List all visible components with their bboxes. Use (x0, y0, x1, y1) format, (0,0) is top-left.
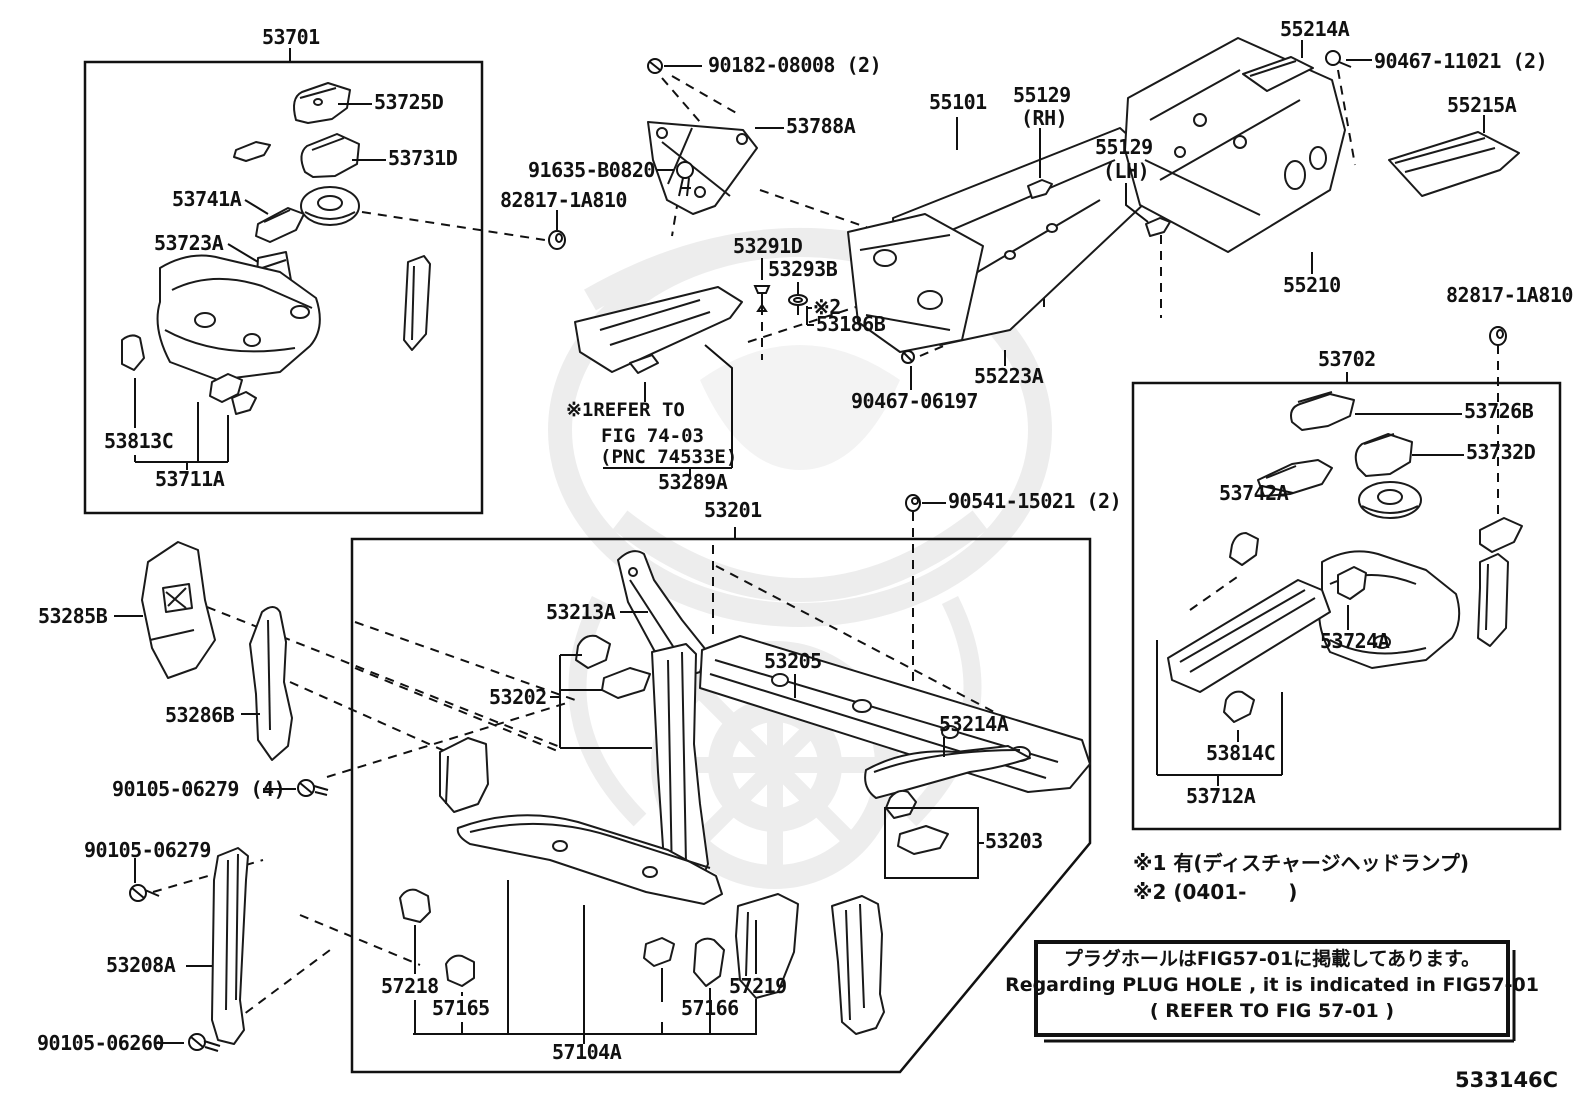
bolt-90105-06279x4-icon (297, 779, 329, 797)
part-corner-bracket (1479, 517, 1523, 553)
part-clip (121, 334, 145, 371)
part-53289A-louver (574, 286, 743, 374)
part-53731D (300, 133, 360, 178)
part-55214A-insulator (1242, 56, 1314, 92)
part-side-support-tall (831, 895, 885, 1035)
part-53725D (293, 82, 351, 124)
part-53214A-rail (864, 745, 1031, 799)
part-53732D (1354, 433, 1413, 477)
part-53788A (647, 121, 758, 215)
part-side-rail (403, 255, 431, 351)
part-left-stay (439, 737, 489, 813)
part-53202-clip1 (575, 634, 611, 669)
part-53203-clip2 (897, 825, 949, 855)
part-57166-clip (643, 937, 675, 967)
grommet-82817-right-icon (1489, 326, 1507, 346)
part-55129-LH-clip (1145, 217, 1171, 237)
part-57219-bracket (735, 893, 799, 999)
leader-lines (114, 40, 1485, 1044)
part-57104A-crossmember (456, 814, 723, 905)
part-spring-seat (300, 186, 360, 226)
part-55223A (847, 213, 984, 353)
part-53741A (255, 207, 305, 243)
part-53711A-wheelhouse (156, 254, 321, 381)
part-57219-clip (693, 937, 725, 987)
bolt-90105-06260-icon (188, 1033, 221, 1052)
part-53285B (141, 541, 216, 679)
part-57165-clip (445, 954, 475, 987)
part-53202-clip2 (601, 667, 651, 699)
bolt-90467-11021-icon (1325, 50, 1352, 68)
pushpin-53291D-icon (753, 285, 771, 312)
part-53702-wheelhouse (1318, 550, 1461, 669)
part-55215A-insulator (1388, 131, 1520, 197)
part-57218-clip (399, 888, 431, 923)
part-sketches (121, 37, 1523, 1045)
note-box (1034, 940, 1516, 1043)
part-53742A (1257, 459, 1333, 497)
bolt-90182-icon (647, 58, 663, 74)
bolt-90105-06279-icon (129, 884, 160, 902)
part-53203-clip1 (885, 789, 917, 819)
grommet-90541-icon (905, 494, 921, 512)
grommet-82817-left-icon (548, 230, 566, 250)
part-apron-member (1167, 579, 1331, 693)
part-spring-seat-2 (1358, 481, 1422, 519)
fastener-icons (129, 50, 1507, 1052)
part-53814C-clip (1223, 690, 1255, 723)
part-53813C-clip1 (209, 373, 243, 403)
grommet-53293B-icon (788, 294, 808, 306)
part-55129-RH-clip (1027, 179, 1053, 199)
bolt-91635-icon (676, 161, 694, 197)
part-strip (233, 141, 271, 162)
box-53701 (83, 60, 484, 515)
box-53201 (350, 537, 1092, 1074)
part-53286B (249, 606, 293, 761)
construction-lines (152, 69, 1499, 1033)
part-55210-dash-panel (1124, 37, 1346, 253)
part-clip-upper (1229, 532, 1259, 566)
part-side-rail-2 (1477, 553, 1509, 647)
part-53208A-bar (211, 847, 249, 1045)
part-center-stay (651, 643, 709, 893)
part-53813C-clip2 (231, 391, 257, 415)
part-53724A-bracket (1337, 566, 1367, 600)
screw-90467-06197-icon (901, 350, 915, 364)
part-53726B (1290, 391, 1355, 431)
